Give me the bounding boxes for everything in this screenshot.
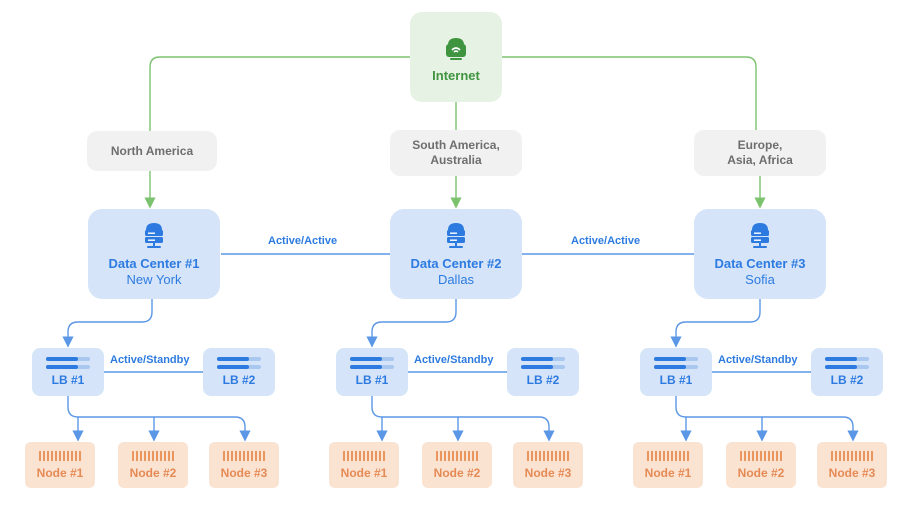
node-label: Node #1: [644, 465, 692, 480]
load-balancer-1: LB #1: [336, 348, 408, 396]
node-3: Node #3: [513, 442, 583, 488]
lb-label: LB #2: [222, 373, 256, 387]
node-label: Node #3: [220, 465, 268, 480]
node-label: Node #3: [524, 465, 572, 480]
region-europe-asia-africa: Europe, Asia, Africa: [694, 130, 826, 176]
lb-and-node-wires: [67, 371, 859, 442]
datacenter-2: Data Center #2 Dallas: [390, 209, 522, 299]
lb-icon: [217, 357, 261, 369]
lb-link-label: Active/Standby: [718, 354, 798, 366]
node-label: Node #1: [36, 465, 84, 480]
load-balancer-1: LB #1: [32, 348, 104, 396]
server-cloud-icon: [751, 223, 769, 248]
datacenter-1: Data Center #1 New York: [88, 209, 220, 299]
load-balancer-2: LB #2: [203, 348, 275, 396]
region-label: South America, Australia: [412, 138, 500, 167]
internet-label: Internet: [432, 67, 480, 83]
lb-icon: [350, 357, 394, 369]
lb-icon: [521, 357, 565, 369]
lb-link-label: Active/Standby: [110, 354, 190, 366]
load-balancer-1: LB #1: [640, 348, 712, 396]
node-label: Node #3: [828, 465, 876, 480]
lb-link-label: Active/Standby: [414, 354, 494, 366]
node-icon: [740, 450, 782, 461]
dc-link-label: Active/Active: [571, 235, 641, 247]
lb-label: LB #2: [830, 373, 864, 387]
datacenter-3: Data Center #3 Sofia: [694, 209, 826, 299]
lb-label: LB #1: [51, 373, 85, 387]
node-1: Node #1: [25, 442, 95, 488]
datacenter-title: Data Center #3: [714, 256, 806, 271]
node-2: Node #2: [118, 442, 188, 488]
server-cloud-icon: [447, 223, 465, 248]
region-label: Europe, Asia, Africa: [727, 138, 793, 167]
node-icon: [132, 450, 174, 461]
node-icon: [343, 450, 385, 461]
node-1: Node #1: [633, 442, 703, 488]
node-label: Node #2: [737, 465, 785, 480]
load-balancer-2: LB #2: [507, 348, 579, 396]
node-1: Node #1: [329, 442, 399, 488]
cloud-router-icon: [446, 37, 466, 60]
lb-icon: [825, 357, 869, 369]
node-icon: [436, 450, 478, 461]
node-2: Node #2: [422, 442, 492, 488]
region-north-america: North America: [87, 131, 217, 171]
datacenter-title: Data Center #2: [410, 256, 502, 271]
internet-wires: [144, 56, 766, 209]
node-label: Node #2: [129, 465, 177, 480]
node-3: Node #3: [209, 442, 279, 488]
lb-label: LB #1: [355, 373, 389, 387]
node-3: Node #3: [817, 442, 887, 488]
lb-icon: [46, 357, 90, 369]
region-south-america-australia: South America, Australia: [390, 130, 522, 176]
datacenter-city: New York: [126, 272, 182, 287]
node-icon: [831, 450, 873, 461]
node-icon: [39, 450, 81, 461]
node-label: Node #1: [340, 465, 388, 480]
node-2: Node #2: [726, 442, 796, 488]
load-balancer-2: LB #2: [811, 348, 883, 396]
datacenter-city: Dallas: [437, 272, 475, 287]
node-icon: [223, 450, 265, 461]
lb-label: LB #1: [659, 373, 693, 387]
datacenter-title: Data Center #1: [108, 256, 200, 271]
lb-label: LB #2: [526, 373, 560, 387]
internet-node: Internet: [410, 12, 502, 102]
lb-icon: [654, 357, 698, 369]
node-icon: [527, 450, 569, 461]
node-icon: [647, 450, 689, 461]
region-label: North America: [110, 143, 194, 158]
dc-link-label: Active/Active: [268, 235, 338, 247]
datacenter-wires: [62, 253, 761, 348]
node-label: Node #2: [433, 465, 481, 480]
datacenter-city: Sofia: [745, 272, 775, 287]
server-cloud-icon: [145, 223, 163, 248]
